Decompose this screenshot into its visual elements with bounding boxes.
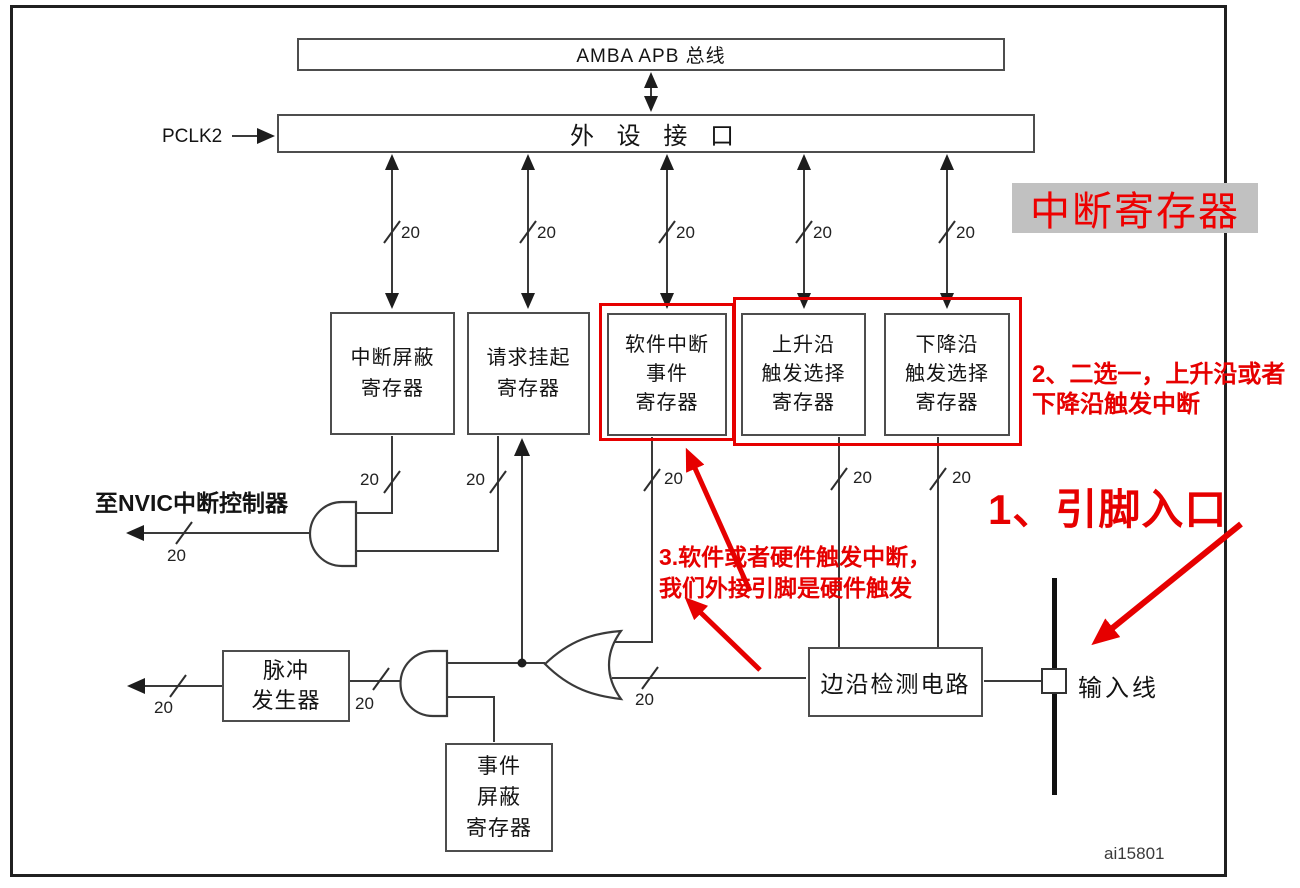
event-and-gate xyxy=(399,649,449,718)
interrupt-register-callout: 中断寄存器 xyxy=(1012,183,1258,234)
software-interrupt-event-register-label: 软件中断 事件 寄存器 xyxy=(625,334,709,414)
amba-down-arrowhead-icon xyxy=(644,96,658,112)
edge-detect-circuit-box: 边沿检测电路 xyxy=(808,647,983,717)
bus-width-20-label: 20 xyxy=(466,470,485,489)
bus-wires xyxy=(141,80,1042,742)
interrupt-mask-register-box: 中断屏蔽 寄存器 xyxy=(330,312,455,435)
mask-to-and-wire xyxy=(357,436,393,514)
bus-width-20-label: 20 xyxy=(664,469,683,488)
bus-width-20-label: 20 xyxy=(956,223,975,242)
diagram-border xyxy=(10,5,1227,877)
bus-width-20-label: 20 xyxy=(360,470,379,489)
bus-width-20-label: 20 xyxy=(813,223,832,242)
bus-width-20-label: 20 xyxy=(853,468,872,487)
amba-up-arrowhead-icon xyxy=(644,72,658,88)
software-interrupt-event-register-box: 软件中断 事件 寄存器 xyxy=(607,313,727,436)
swier-to-or-wire xyxy=(606,437,653,643)
bus-width-20-label: 20 xyxy=(676,223,695,242)
pclk2-arrowhead-icon xyxy=(257,128,275,144)
amba-apb-bus-label: AMBA APB 总线 xyxy=(576,46,726,67)
peripheral-interface-box: 外 设 接 口 xyxy=(277,114,1035,153)
pending-to-and-wire xyxy=(357,436,499,552)
amba-apb-bus-box: AMBA APB 总线 xyxy=(297,38,1005,71)
note-edge-choice: 2、二选一，上升沿或者 下降沿触发中断 xyxy=(1032,361,1286,418)
falling-trigger-select-register-label: 下降沿 触发选择 寄存器 xyxy=(905,334,989,414)
pending-request-register-box: 请求挂起 寄存器 xyxy=(467,312,590,435)
note-pin-entry: 1、引脚入口 xyxy=(988,486,1228,533)
junction-dot xyxy=(517,658,527,668)
bus-width-20-label: 20 xyxy=(355,694,374,713)
pending-request-register-label: 请求挂起 寄存器 xyxy=(486,346,571,400)
pclk2-label: PCLK2 xyxy=(162,126,223,147)
bus-width-20-label: 20 xyxy=(635,690,654,709)
or-gate xyxy=(543,629,624,701)
pulse-left-arrowhead-icon xyxy=(127,678,145,694)
bus-width-20-label: 20 xyxy=(537,223,556,242)
event-mask-register-box: 事件 屏蔽 寄存器 xyxy=(445,743,553,852)
pulse-generator-label: 脉冲 发生器 xyxy=(251,658,321,713)
highlight-box-edge-select xyxy=(733,297,1022,446)
edge-detect-circuit-label: 边沿检测电路 xyxy=(820,671,971,697)
peripheral-interface-label: 外 设 接 口 xyxy=(569,123,742,150)
bus-width-20-label: 20 xyxy=(154,698,173,717)
event-mask-register-label: 事件 屏蔽 寄存器 xyxy=(466,755,532,840)
to-nvic-label: 至NVIC中断控制器 xyxy=(95,490,288,516)
highlight-box-swier xyxy=(599,303,735,441)
falling-trigger-select-register-box: 下降沿 触发选择 寄存器 xyxy=(884,313,1010,436)
bus-width-slash-icons xyxy=(169,220,956,698)
bus-width-20-label: 20 xyxy=(167,546,186,565)
input-line-label: 输入线 xyxy=(1078,675,1159,702)
bus-width-20-label: 20 xyxy=(401,223,420,242)
note-sw-hw-trigger: 3.软件或者硬件触发中断， 我们外接引脚是硬件触发 xyxy=(659,544,932,601)
interrupt-mask-register-label: 中断屏蔽 寄存器 xyxy=(350,346,435,400)
logic-gates xyxy=(308,500,624,718)
nvic-and-gate xyxy=(308,500,358,568)
figure-id-label: ai15801 xyxy=(1104,844,1165,863)
eventmask-to-and-wire xyxy=(448,696,495,742)
bus-width-20-label: 20 xyxy=(952,468,971,487)
rising-trigger-select-register-label: 上升沿 触发选择 寄存器 xyxy=(761,334,846,414)
rising-trigger-select-register-box: 上升沿 触发选择 寄存器 xyxy=(741,313,866,436)
pending-up-arrowhead-icon xyxy=(514,438,530,456)
nvic-left-arrowhead-icon xyxy=(126,525,144,541)
pulse-generator-box: 脉冲 发生器 xyxy=(222,650,350,722)
input-pin-node xyxy=(1041,668,1067,694)
